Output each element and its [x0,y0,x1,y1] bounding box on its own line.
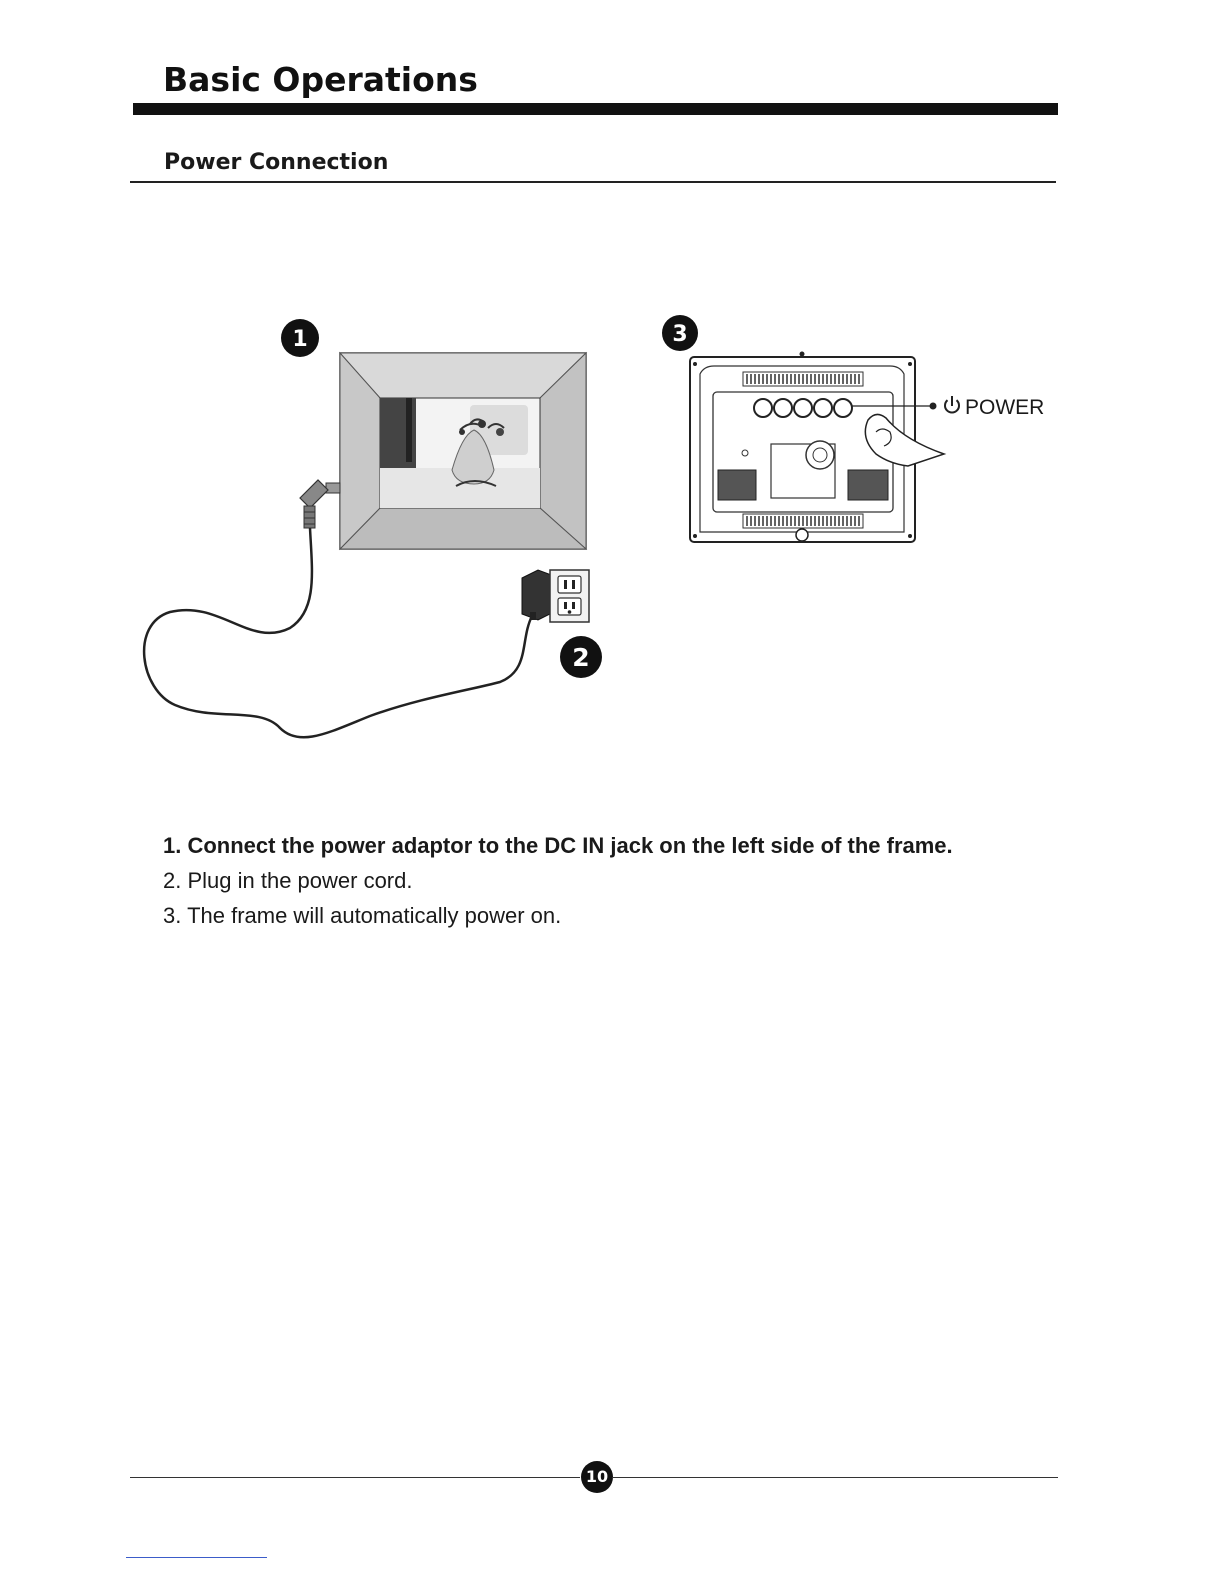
instruction-step-3: 3. The frame will automatically power on… [163,898,953,933]
instruction-step-1: 1. Connect the power adaptor to the DC I… [163,828,953,863]
power-cord [144,528,532,737]
frame-front-illustration [300,353,586,549]
power-connection-illustration: POWER 1 2 3 [0,0,1224,800]
instruction-step-2: 2. Plug in the power cord. [163,863,953,898]
footer-rule-left [130,1477,580,1478]
svg-text:1: 1 [292,327,307,352]
footer-rule-right [612,1477,1058,1478]
power-label: POWER [965,396,1044,419]
link-underline [126,1557,267,1558]
step-marker-3: 3 [662,315,698,351]
page-number: 10 [581,1461,613,1493]
step-marker-1: 1 [281,319,319,357]
step-marker-2: 2 [560,636,602,678]
frame-back-illustration [690,352,944,543]
svg-text:3: 3 [672,322,687,347]
instruction-steps: 1. Connect the power adaptor to the DC I… [163,828,953,933]
svg-text:2: 2 [572,643,589,672]
power-symbol-icon [945,396,959,413]
adaptor-outlet-illustration [522,570,589,622]
